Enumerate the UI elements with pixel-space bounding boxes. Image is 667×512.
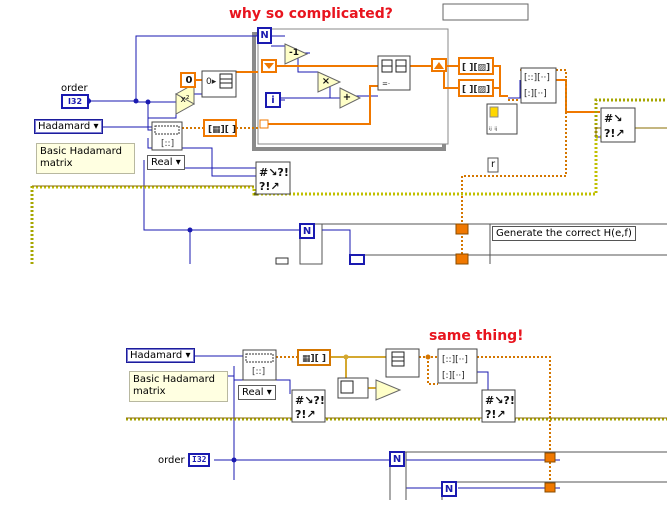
loop-count-terminal-top[interactable] (257, 27, 272, 44)
reshape-array-icon[interactable]: [▦][ ] (203, 119, 237, 137)
svg-text:[::]: [::] (161, 139, 174, 149)
real-ring-bottom[interactable]: Real ▾ (238, 385, 276, 400)
loop-count-N-bottom-1: N (392, 454, 402, 465)
svg-text:#↘?!: #↘?! (295, 394, 325, 407)
annotation-same-thing: same thing! (429, 328, 524, 344)
square-node[interactable] (174, 83, 196, 115)
order-label-bottom: order (158, 455, 185, 466)
numeric-control-order-top[interactable] (61, 94, 92, 109)
tunnel-top-1 (455, 223, 469, 235)
svg-text:?!↗: ?!↗ (295, 408, 316, 421)
numeric-control-order-bottom[interactable]: I32 (188, 453, 211, 467)
svg-text:ᵢⱼ ᵢⱼ: ᵢⱼ ᵢⱼ (489, 123, 497, 132)
svg-text:▦][ ]: ▦][ ] (302, 354, 326, 364)
hadamard-enum-top-value: Hadamard (38, 121, 91, 132)
multiply-node[interactable] (317, 71, 342, 93)
real-ring-top-value: Real (151, 157, 173, 168)
index-array-icon[interactable]: [::][··] [:][··] (520, 67, 557, 104)
add-label: + (342, 92, 352, 103)
multiply-label: × (321, 76, 331, 87)
error-handler-icon[interactable]: #↘?! ?!↗ (291, 389, 326, 423)
chevron-down-icon: ▾ (266, 387, 272, 398)
error-handler-icon[interactable]: #↘?! ?!↗ (255, 161, 291, 195)
tunnel-top-2 (455, 253, 469, 265)
svg-text:[::]: [::] (252, 367, 265, 377)
replace-subset-icon[interactable]: =· (377, 55, 411, 91)
svg-text:[::][··]: [::][··] (442, 355, 468, 365)
loop-index-i-top: i (271, 95, 275, 106)
svg-text:[:][··]: [:][··] (524, 89, 547, 99)
inner-loop-count-terminal[interactable] (299, 223, 315, 239)
square-label: x² (180, 95, 190, 105)
svg-text:#↘?!: #↘?! (259, 166, 289, 179)
chevron-down-icon: ▾ (175, 157, 181, 168)
loop-index-terminal-top[interactable] (265, 92, 281, 108)
loop-count-terminal-bottom-1[interactable] (389, 451, 405, 467)
chevron-down-icon: ▾ (185, 350, 191, 361)
real-ring-top[interactable]: Real ▾ (147, 155, 185, 170)
clipped-loop-terminal (349, 254, 365, 265)
array-size-icon[interactable] (337, 377, 402, 401)
cluster-wire-top (32, 127, 667, 187)
index-array-icon[interactable]: [::][··] [:][··] (437, 348, 478, 384)
svg-text:#↘?!: #↘?! (485, 394, 515, 407)
transpose-icon[interactable]: ᵢⱼ ᵢⱼ (486, 103, 518, 135)
clipped-frame-top-right (442, 3, 529, 21)
decrement-node[interactable] (284, 43, 309, 65)
array-subset-icon[interactable]: [ ][▨] [ ][▨] (458, 57, 494, 97)
loop-count-terminal-bottom-2[interactable] (441, 481, 457, 497)
annotation-why-so-complicated: why so complicated? (229, 6, 393, 22)
while-loop-frame-icon[interactable] (252, 28, 449, 151)
decrement-label: -1 (289, 48, 299, 58)
svg-text:?!↗: ?!↗ (604, 127, 625, 140)
initialize-array-icon[interactable] (385, 348, 420, 378)
svg-text:[::][··]: [::][··] (524, 73, 550, 83)
inner-loop-count-N: N (302, 226, 312, 237)
tunnel-bottom-2 (544, 482, 556, 493)
build-array-icon[interactable]: [::] (151, 121, 183, 151)
r-label: r (490, 159, 496, 170)
svg-text:[ ][▨]: [ ][▨] (462, 85, 490, 95)
constant-zero-label: 0 (185, 75, 193, 86)
svg-text:[:][··]: [:][··] (442, 371, 465, 381)
hadamard-enum-top[interactable]: Hadamard ▾ (34, 119, 103, 134)
loop-count-N-bottom-2: N (444, 484, 454, 495)
order-label-top: order (61, 83, 88, 94)
note-basic-hadamard-top: Basic Hadamard matrix (36, 143, 135, 174)
constant-zero[interactable] (180, 72, 196, 88)
r-constant[interactable] (487, 157, 499, 173)
order-type-top: I32 (67, 97, 83, 106)
array-wires-dotted-top (182, 69, 567, 264)
hadamard-enum-bottom-value: Hadamard (130, 350, 183, 361)
error-handler-icon[interactable]: #↘ ?!↗ (600, 107, 636, 143)
svg-text:?!↗: ?!↗ (259, 180, 280, 193)
add-node[interactable] (339, 87, 362, 109)
svg-text:0▸: 0▸ (206, 77, 217, 87)
reshape-array-icon[interactable]: ▦][ ] (297, 349, 331, 366)
error-handler-icon[interactable]: #↘?! ?!↗ (481, 389, 516, 423)
svg-text:=·: =· (382, 80, 390, 88)
note-basic-hadamard-bottom: Basic Hadamard matrix (129, 371, 228, 402)
chevron-down-icon: ▾ (93, 121, 99, 132)
for-loop-frame-icon[interactable] (389, 451, 667, 500)
svg-text:[▦][ ]: [▦][ ] (208, 125, 236, 135)
loop-count-N-top: N (260, 30, 269, 41)
svg-text:#↘: #↘ (604, 112, 622, 125)
hadamard-enum-bottom[interactable]: Hadamard ▾ (126, 348, 195, 363)
svg-text:?!↗: ?!↗ (485, 408, 506, 421)
svg-text:[ ][▨]: [ ][▨] (462, 63, 490, 73)
real-ring-bottom-value: Real (242, 387, 264, 398)
build-array-icon[interactable]: [::] (242, 349, 277, 381)
subdiagram-label-generate-h: Generate the correct H(e,f) (492, 226, 636, 241)
tunnel-left-top (259, 119, 269, 129)
tunnel-bottom-1 (544, 452, 556, 463)
initialize-array-icon[interactable]: 0▸ (201, 70, 237, 98)
